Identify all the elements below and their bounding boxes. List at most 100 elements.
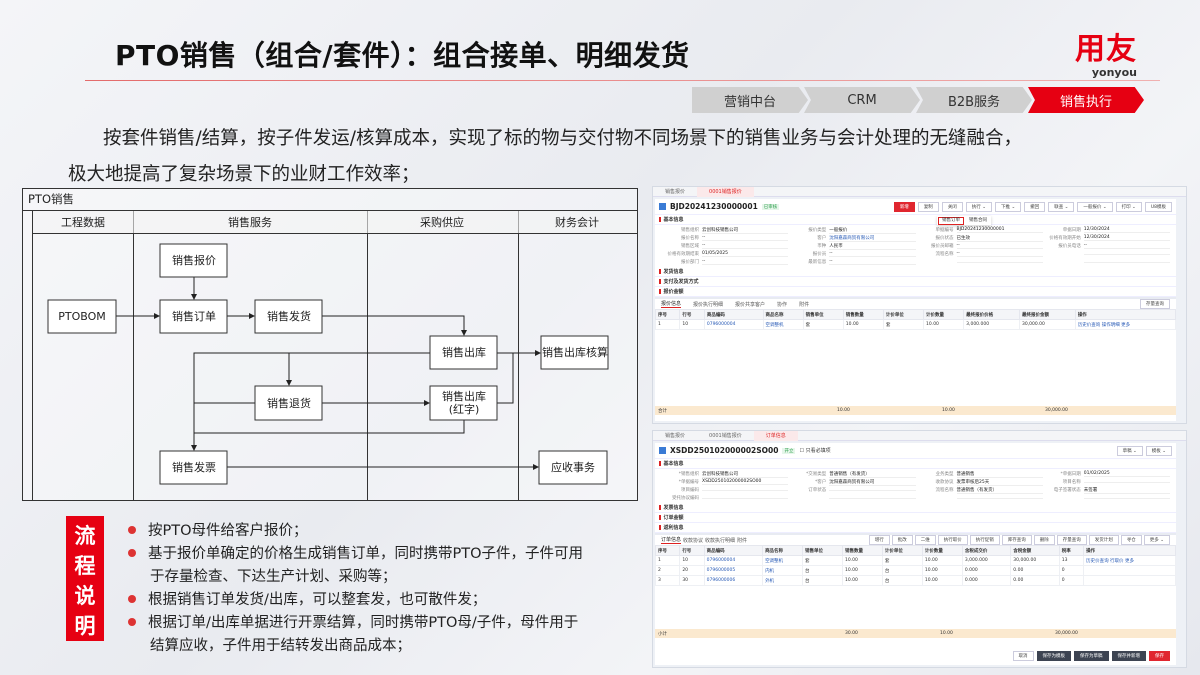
row-action-button[interactable]: 增行 [868, 535, 890, 545]
detail-tab[interactable]: 报价信息 [661, 301, 682, 308]
column-header[interactable]: 销售单位 [802, 545, 843, 556]
stock-query-button[interactable]: 存量查询 [1140, 299, 1170, 309]
collapsed-section[interactable]: 返利信息 [655, 523, 1176, 533]
row-action-button[interactable]: 删除 [1033, 535, 1055, 545]
toolbar-button[interactable]: 新增 [893, 201, 915, 212]
column-header[interactable]: 最终报价金额 [1018, 309, 1076, 320]
row-action-button[interactable]: 发货计划 [1088, 535, 1119, 545]
nav-tab-crm[interactable]: CRM [804, 87, 920, 113]
detail-tab[interactable]: 附件 [799, 301, 810, 308]
toolbar-button[interactable]: 执行 ⌄ [965, 201, 993, 212]
field-value[interactable]: BJD20241230000001 [956, 227, 1043, 233]
field-value[interactable]: 沈阳嘉森商贸有限公司 [829, 479, 916, 486]
footer-button[interactable]: 保存为模板 [1036, 651, 1071, 661]
detail-tab[interactable]: 报价执行明细 [693, 301, 724, 308]
column-header[interactable]: 操作 [1083, 545, 1176, 556]
row-action-button[interactable]: 更多 ⌄ [1143, 535, 1170, 545]
detail-tab[interactable]: 协作 [777, 301, 788, 308]
table-cell[interactable]: 历史价查询 操作明细 更多 [1074, 319, 1177, 330]
column-header[interactable]: 计价单位 [881, 545, 923, 556]
field-value[interactable] [1083, 481, 1170, 483]
field-value[interactable]: XSDD250102000002SO00 [702, 479, 789, 485]
field-value[interactable]: 普通销售（有发货） [829, 471, 916, 478]
detail-tab[interactable]: 收款协议 [683, 537, 704, 544]
field-value[interactable]: -- [956, 251, 1043, 257]
column-header[interactable]: 行号 [679, 309, 705, 320]
push-menu-item[interactable]: 销售合同 [969, 217, 987, 223]
field-value[interactable]: 12/30/2024 [1083, 227, 1170, 233]
toolbar-button[interactable]: U8模板 [1144, 201, 1172, 212]
field-value[interactable] [702, 497, 789, 499]
column-header[interactable]: 销售数量 [841, 545, 883, 556]
window-tab[interactable]: 销售报价 [665, 432, 686, 439]
toolbar-button[interactable]: 撤回 [1024, 201, 1046, 212]
field-value[interactable] [702, 489, 789, 491]
field-value[interactable] [829, 489, 916, 491]
field-value[interactable]: -- [829, 251, 916, 257]
field-value[interactable]: 已生效 [956, 235, 1043, 242]
column-header[interactable]: 商品名称 [762, 545, 804, 556]
field-value[interactable]: 沈阳嘉森商贸有限公司 [829, 235, 916, 242]
field-value[interactable]: 普通销售（有发货） [956, 487, 1043, 494]
table-cell[interactable] [1083, 565, 1176, 576]
row-action-button[interactable]: 执行促销 [969, 535, 1000, 545]
window-tab[interactable]: 销售报价 [665, 188, 686, 195]
field-value[interactable]: -- [702, 259, 789, 265]
toolbar-button[interactable]: 一般报价 ⌄ [1077, 201, 1113, 212]
field-value[interactable]: -- [702, 243, 789, 249]
field-value[interactable]: -- [829, 259, 916, 265]
field-value[interactable]: 普通销售 [956, 471, 1043, 478]
detail-tab[interactable]: 订单信息 [661, 537, 682, 544]
detail-tab[interactable]: 附件 [737, 537, 748, 544]
collapsed-section[interactable]: 支付及发货方式 [655, 277, 1176, 287]
column-header[interactable]: 序号 [654, 545, 681, 556]
field-value[interactable]: 01/02/2025 [1083, 471, 1170, 477]
row-action-button[interactable]: 二维 [914, 535, 936, 545]
toolbar-button[interactable]: 复制 [917, 201, 939, 212]
footer-button[interactable]: 取消 [1012, 651, 1034, 661]
window-tab[interactable]: 订单信息 [753, 431, 798, 441]
table-cell[interactable]: 历史价查询 行取价 更多 [1083, 555, 1176, 566]
column-header[interactable]: 计价数量 [923, 309, 965, 320]
window-tab[interactable]: 0001销售报价 [709, 432, 742, 439]
column-header[interactable]: 行号 [679, 545, 705, 556]
row-action-button[interactable]: 存量查询 [1056, 535, 1087, 545]
field-value[interactable]: 发票审核后25天 [956, 479, 1043, 486]
toolbar-button[interactable]: 关闭 [941, 201, 963, 212]
field-value[interactable]: -- [1083, 243, 1170, 249]
field-value[interactable]: 人民币 [829, 243, 916, 250]
row-action-button[interactable]: 批改 [891, 535, 913, 545]
column-header[interactable]: 含税成交价 [961, 545, 1012, 556]
column-header[interactable]: 计价数量 [921, 545, 963, 556]
footer-button[interactable]: 保存并新增 [1111, 651, 1146, 661]
column-header[interactable]: 商品名称 [762, 309, 804, 320]
toolbar-button[interactable]: 下推 ⌄ [995, 201, 1022, 212]
column-header[interactable]: 商品编码 [703, 545, 764, 556]
nav-tab-sales-exec[interactable]: 销售执行 [1028, 87, 1144, 113]
head-button[interactable]: 草稿 ⌄ [1116, 445, 1143, 456]
column-header[interactable]: 商品编码 [703, 309, 764, 320]
required-only-checkbox[interactable]: ☐ 只看必填项 [799, 448, 831, 454]
section-basic[interactable]: 基本信息 [655, 215, 1176, 225]
push-menu-item[interactable]: 销售订单 [938, 216, 964, 225]
column-header[interactable]: 销售数量 [842, 309, 884, 320]
row-action-button[interactable]: 执行取价 [937, 535, 968, 545]
field-value[interactable]: -- [702, 235, 789, 241]
field-value[interactable]: 云创科技销售公司 [702, 471, 789, 478]
field-value[interactable]: 未签署 [1083, 487, 1170, 494]
column-header[interactable]: 含税金额 [1010, 545, 1060, 556]
collapsed-section[interactable]: 发货信息 [655, 267, 1176, 277]
section-basic[interactable]: 基本信息 [655, 459, 1176, 469]
collapsed-section[interactable]: 发票信息 [655, 503, 1176, 513]
window-tab[interactable]: 0001销售报价 [697, 187, 754, 197]
detail-tab[interactable]: 收款执行明细 [705, 537, 736, 544]
column-header[interactable]: 操作 [1074, 309, 1177, 320]
collapsed-section[interactable]: 订单金额 [655, 513, 1176, 523]
toolbar-button[interactable]: 联查 ⌄ [1048, 201, 1075, 212]
field-value[interactable]: -- [956, 243, 1043, 249]
column-header[interactable]: 序号 [654, 309, 681, 320]
toolbar-button[interactable]: 打印 ⌄ [1115, 201, 1142, 212]
field-value[interactable]: 01/05/2025 [702, 251, 789, 257]
